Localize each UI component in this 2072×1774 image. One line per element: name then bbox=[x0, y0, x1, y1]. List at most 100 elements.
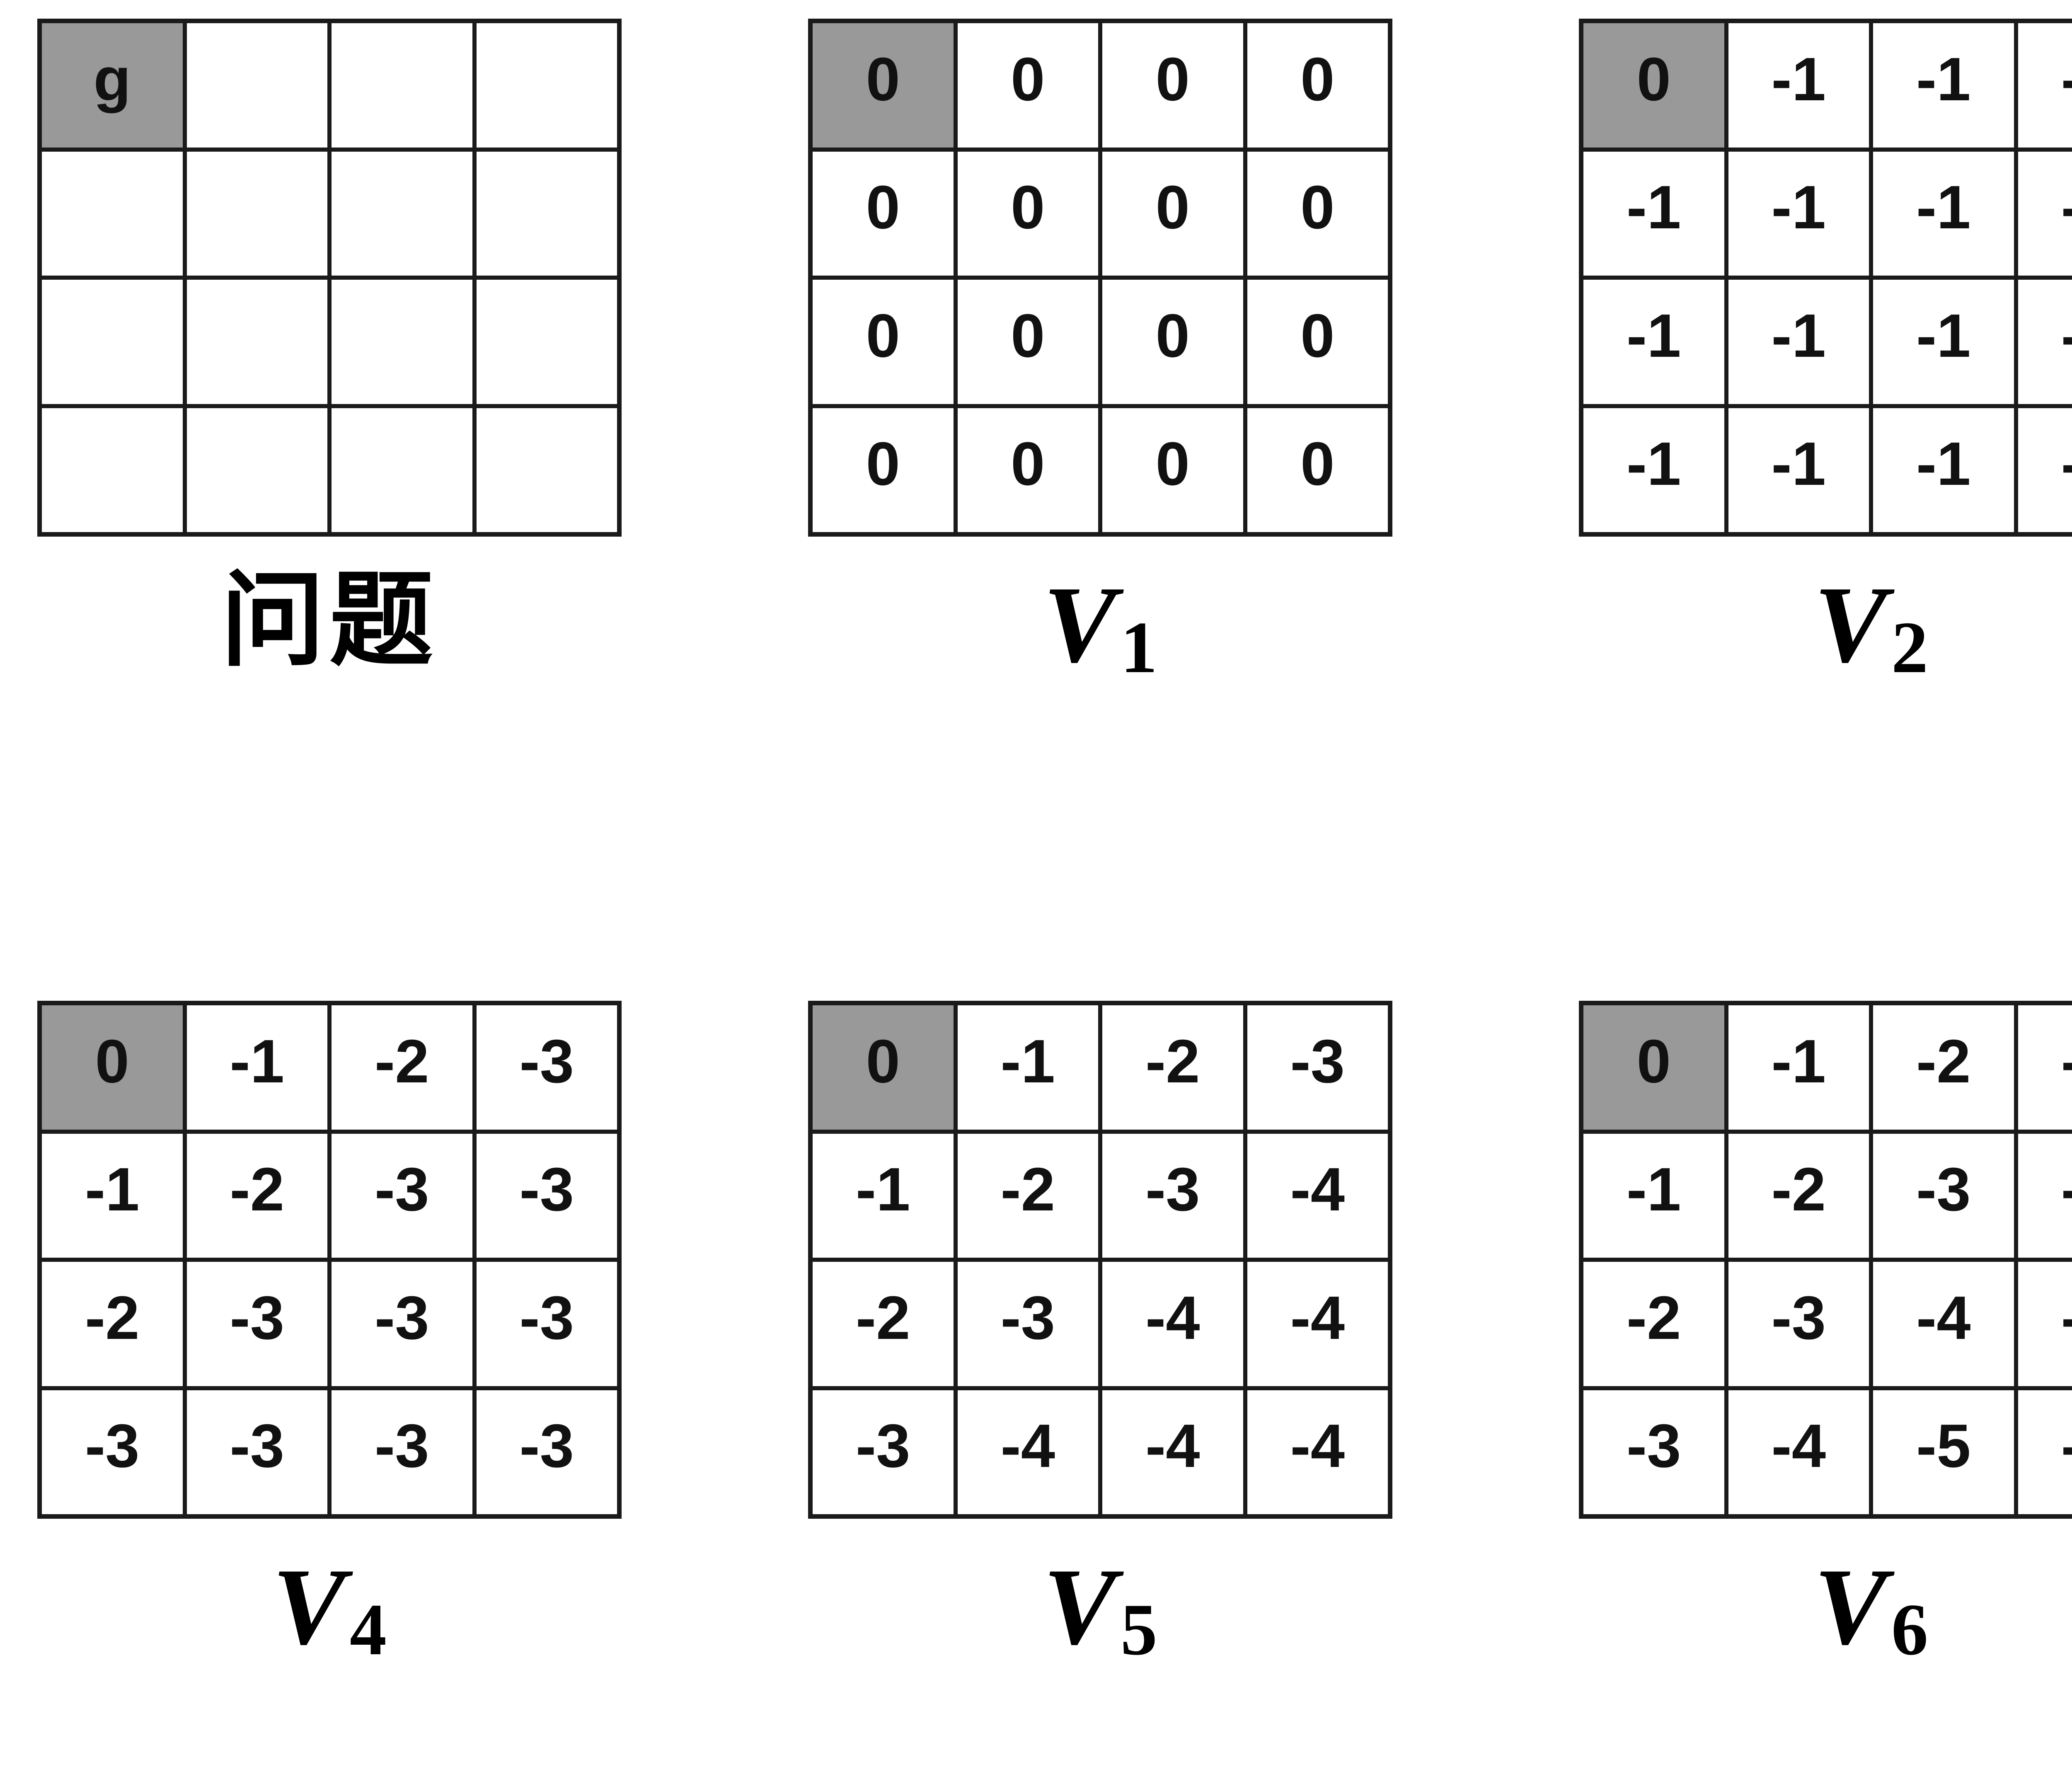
grid-cell: -3 bbox=[474, 1388, 619, 1516]
grid-cell: -1 bbox=[1581, 1131, 1726, 1260]
grid-cell: -3 bbox=[474, 1260, 619, 1388]
goal-cell: g bbox=[40, 21, 185, 150]
grid-cell: -1 bbox=[1871, 406, 2016, 534]
cell-value: -1 bbox=[2061, 301, 2072, 371]
goal-cell: 0 bbox=[811, 21, 956, 150]
grid-cell: -3 bbox=[1581, 1388, 1726, 1516]
cell-value: 0 bbox=[866, 45, 900, 114]
grid-cell: -2 bbox=[1581, 1260, 1726, 1388]
figure-V2: 0-1-1-1-1-1-1-1-1-1-1-1-1-1-1-1V2 bbox=[1579, 19, 2072, 707]
grid-cell: -1 bbox=[811, 1131, 956, 1260]
cell-value: -2 bbox=[855, 1283, 910, 1352]
grid-cell: -1 bbox=[1581, 406, 1726, 534]
grid-cell: -3 bbox=[184, 1388, 329, 1516]
grid-cell: -2 bbox=[40, 1260, 185, 1388]
grid-cell: -1 bbox=[1581, 278, 1726, 406]
cell-value: -4 bbox=[1145, 1412, 1200, 1481]
cell-value: -4 bbox=[1290, 1155, 1345, 1224]
grid-cell: -3 bbox=[40, 1388, 185, 1516]
grid-cell: -1 bbox=[1871, 21, 2016, 150]
grid-cell: -5 bbox=[1871, 1388, 2016, 1516]
grid-cell: -3 bbox=[474, 1003, 619, 1132]
grid-cell: -1 bbox=[1726, 1003, 1871, 1132]
grid-cell: -4 bbox=[1100, 1388, 1245, 1516]
cell-value: -3 bbox=[519, 1412, 574, 1481]
grid-cell: 0 bbox=[1100, 149, 1245, 278]
cell-value: -2 bbox=[1145, 1027, 1200, 1096]
grid-cell: -5 bbox=[2016, 1260, 2072, 1388]
figure-label-base: V bbox=[1814, 564, 1887, 685]
cell-value: 0 bbox=[1011, 45, 1045, 114]
grid-cell: -1 bbox=[40, 1131, 185, 1260]
cell-value: 0 bbox=[1300, 301, 1335, 370]
cell-value: 0 bbox=[1011, 430, 1045, 499]
grid-cell: 0 bbox=[955, 278, 1100, 406]
grid-cell: -1 bbox=[1726, 278, 1871, 406]
cell-value: -3 bbox=[519, 1155, 574, 1224]
cell-value: -3 bbox=[374, 1412, 429, 1481]
value-grid-V2: 0-1-1-1-1-1-1-1-1-1-1-1-1-1-1-1 bbox=[1579, 19, 2072, 537]
grid-cell: -3 bbox=[329, 1131, 474, 1260]
grid-cell: -3 bbox=[329, 1260, 474, 1388]
grid-cell: -2 bbox=[329, 1003, 474, 1132]
grid-cell: -3 bbox=[1245, 1003, 1390, 1132]
cell-value: 0 bbox=[1155, 301, 1190, 370]
grid-cell: -4 bbox=[1726, 1388, 1871, 1516]
grid-cell: -1 bbox=[955, 1003, 1100, 1132]
value-grid-V4: 0-1-2-3-1-2-3-3-2-3-3-3-3-3-3-3 bbox=[37, 1001, 622, 1519]
cell-value: -1 bbox=[1771, 430, 1826, 499]
grid-cell: -3 bbox=[955, 1260, 1100, 1388]
value-grid-V5: 0-1-2-3-1-2-3-4-2-3-4-4-3-4-4-4 bbox=[808, 1001, 1392, 1519]
grid-cell bbox=[40, 406, 185, 534]
goal-cell: 0 bbox=[1581, 21, 1726, 150]
grid-cell: -1 bbox=[2016, 21, 2072, 150]
cell-value: -3 bbox=[519, 1283, 574, 1352]
grid-cell: -2 bbox=[184, 1131, 329, 1260]
grid-cell: -3 bbox=[811, 1388, 956, 1516]
grid-cell: -4 bbox=[1871, 1260, 2016, 1388]
grid-cell: -3 bbox=[184, 1260, 329, 1388]
cell-value: 0 bbox=[1011, 173, 1045, 242]
cell-value: -3 bbox=[1771, 1283, 1826, 1352]
grid-cell: -3 bbox=[1100, 1131, 1245, 1260]
grid-cell: -1 bbox=[1871, 278, 2016, 406]
cell-value: -1 bbox=[1626, 430, 1681, 499]
cell-value: -1 bbox=[1916, 301, 1971, 370]
cell-value: -3 bbox=[374, 1155, 429, 1224]
grid-cell: -3 bbox=[1726, 1260, 1871, 1388]
cell-value: -1 bbox=[1771, 45, 1826, 114]
grid-cell bbox=[329, 278, 474, 406]
cell-value: -5 bbox=[2061, 1283, 2072, 1353]
cell-value: 0 bbox=[1155, 173, 1190, 242]
cell-value: -1 bbox=[2061, 44, 2072, 115]
cell-value: 0 bbox=[1636, 45, 1671, 114]
grid-cell: -1 bbox=[1726, 21, 1871, 150]
cell-value: -2 bbox=[1626, 1283, 1681, 1352]
figure-label: 问题 bbox=[221, 570, 438, 707]
grid-cell bbox=[184, 21, 329, 150]
grid-cell: 0 bbox=[1100, 21, 1245, 150]
grid-cell: -5 bbox=[2016, 1388, 2072, 1516]
grid-cell: 0 bbox=[811, 278, 956, 406]
grid-cell: -2 bbox=[1871, 1003, 2016, 1132]
grid-cell: 0 bbox=[811, 406, 956, 534]
figure-label-subscript: 6 bbox=[1891, 1588, 1928, 1670]
cell-value: 0 bbox=[1155, 430, 1190, 499]
grid-cell: -1 bbox=[2016, 406, 2072, 534]
grid-cell: -1 bbox=[184, 1003, 329, 1132]
goal-cell: 0 bbox=[40, 1003, 185, 1132]
cell-value: 0 bbox=[95, 1027, 129, 1096]
grid-cell bbox=[474, 278, 619, 406]
figure-label-subscript: 4 bbox=[349, 1588, 387, 1670]
grid-cell bbox=[40, 278, 185, 406]
